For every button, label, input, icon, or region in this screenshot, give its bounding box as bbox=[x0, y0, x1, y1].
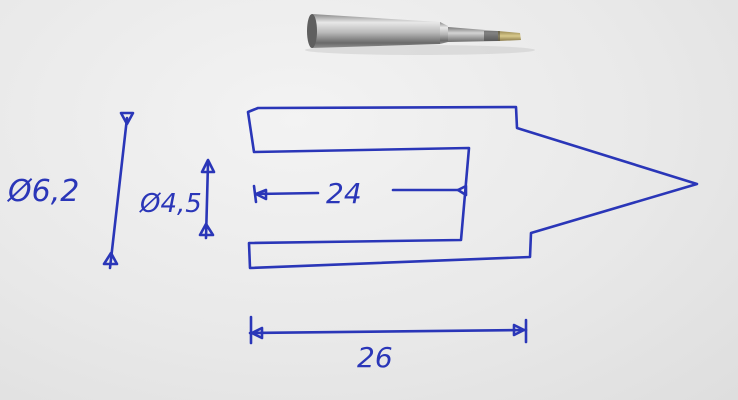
hand-sketch bbox=[102, 105, 699, 345]
outer-diameter-dimension-line bbox=[102, 111, 135, 270]
bore-depth-label: 24 bbox=[326, 177, 362, 210]
inner-diameter-dimension-line bbox=[198, 158, 216, 240]
inner-diameter-label: Ø4,5 bbox=[139, 189, 202, 219]
bore-depth-dimension-line bbox=[252, 184, 468, 204]
total-length-label: 26 bbox=[357, 341, 393, 374]
outer-diameter-label: Ø6,2 bbox=[6, 174, 79, 209]
soldering-tip-icon bbox=[305, 14, 535, 55]
tip-outline bbox=[246, 105, 699, 270]
total-length-dimension-line bbox=[248, 315, 528, 345]
